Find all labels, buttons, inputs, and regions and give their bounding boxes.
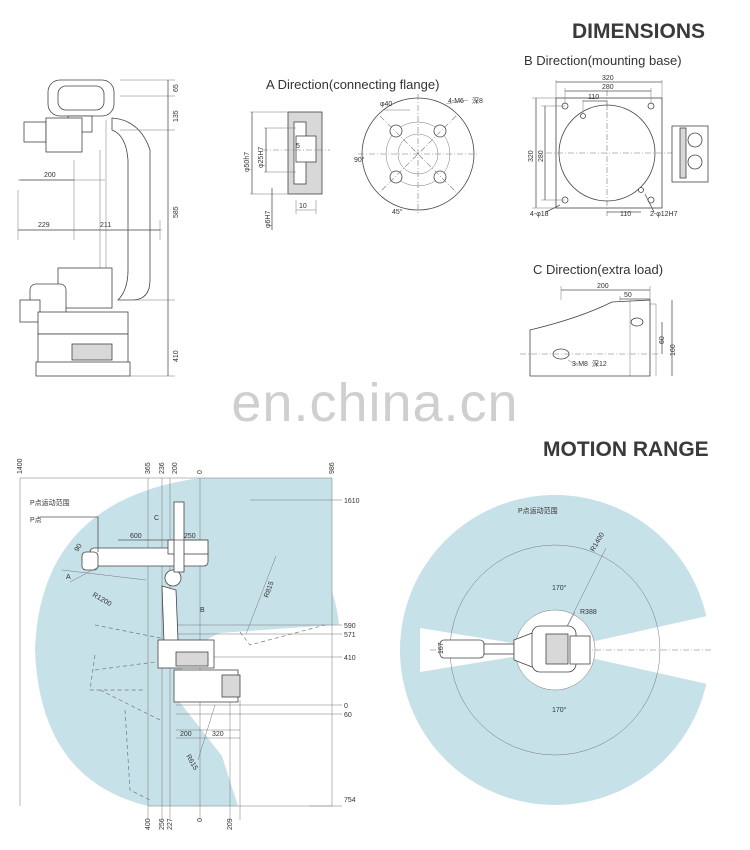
flange-4m6: 4-M6: [448, 98, 464, 105]
dim-10: 10: [299, 203, 307, 210]
mr-top-170-lower: 170°: [552, 706, 567, 714]
motion-range-top: P点运动范围 R1400 R388 170° 170° 167: [400, 495, 712, 805]
mr-bottom-400: 400: [145, 818, 152, 830]
mr-right-60: 60: [344, 712, 352, 719]
robot-side-view: 65 135 200 229 211 585 410: [17, 79, 180, 377]
mr-right-754: 754: [344, 797, 356, 804]
mr-right-590: 590: [344, 623, 356, 630]
base-pins-2phi12h7: 2-φ12H7: [650, 211, 678, 218]
flange-view: φ50h7 φ25H7 5 10 φ6H7 φ40 4-M6 深8 90° 45…: [244, 94, 483, 230]
mr-dim-600: 600: [130, 533, 142, 540]
view-b-title: B Direction(mounting base): [524, 53, 682, 68]
flange-phi40: φ40: [380, 101, 392, 108]
load-dim-50: 50: [624, 292, 632, 299]
dim-229: 229: [38, 222, 50, 229]
dim-410: 410: [173, 350, 180, 362]
dim-phi6h7: φ6H7: [265, 211, 272, 228]
mr-top-p-range-label: P点运动范围: [518, 506, 558, 515]
mr-a-arrow-label: A: [66, 574, 71, 581]
base-holes-4phi18: 4-φ18: [530, 211, 549, 218]
base-dim-320-left: 320: [528, 150, 535, 162]
mr-right-1610: 1610: [344, 498, 360, 505]
dim-5: 5: [296, 143, 300, 150]
mr-top-236: 236: [159, 462, 166, 474]
dim-phi25h7: φ25H7: [258, 147, 265, 168]
extra-load-view: 200 50 60 160 3-M8 深12: [520, 283, 677, 377]
base-dim-110-top: 110: [588, 94, 599, 101]
dim-200: 200: [44, 172, 56, 179]
mr-right-571: 571: [344, 632, 356, 639]
mr-c-arrow-label: C: [154, 515, 159, 522]
dim-65: 65: [173, 84, 180, 92]
flange-90deg: 90°: [354, 156, 365, 164]
load-dim-60: 60: [659, 336, 666, 344]
mr-top-365: 365: [145, 462, 152, 474]
base-dim-280-left: 280: [538, 150, 545, 162]
view-a-title: A Direction(connecting flange): [266, 77, 440, 92]
mounting-base-view: 320 280 110 320 280 4-φ18 110 2-φ12H7: [528, 75, 709, 218]
mr-top-986: 986: [329, 462, 336, 474]
mr-dim-250: 250: [184, 533, 196, 540]
base-dim-320-top: 320: [602, 75, 614, 82]
mr-top-0: 0: [197, 470, 204, 474]
mr-bottom-209: 209: [227, 818, 234, 830]
mr-top-167: 167: [438, 642, 445, 654]
dim-585: 585: [173, 206, 180, 218]
mr-bottom-0: 0: [197, 818, 204, 822]
mr-bottom-256: 256: [159, 818, 166, 830]
mr-right-0: 0: [344, 703, 348, 710]
mr-p-range-label: P点运动范围: [30, 498, 70, 507]
view-c-title: C Direction(extra load): [533, 262, 664, 277]
mr-dim-200-base: 200: [180, 731, 192, 738]
load-depth12: 深12: [592, 359, 607, 368]
motion-range-heading: MOTION RANGE: [543, 438, 709, 461]
mr-top-r388: R388: [580, 609, 597, 616]
mr-top-200: 200: [172, 462, 179, 474]
watermark: en.china.cn: [231, 373, 519, 433]
mr-bottom-227: 227: [167, 818, 174, 830]
load-dim-200: 200: [597, 283, 609, 290]
mr-p-point-label: P点: [30, 516, 42, 524]
dim-phi50h7: φ50h7: [244, 152, 251, 172]
mr-top-170-upper: 170°: [552, 584, 567, 592]
load-dim-160: 160: [670, 344, 677, 356]
mr-right-410: 410: [344, 655, 356, 662]
base-dim-280-top: 280: [602, 84, 614, 91]
dimensions-heading: DIMENSIONS: [572, 20, 706, 43]
flange-45deg: 45°: [392, 208, 403, 216]
base-dim-110-bottom: 110: [620, 211, 631, 218]
motion-range-side: 1400 365 236 200 0 986 1610 590 571 410 …: [17, 458, 360, 830]
dim-135: 135: [173, 110, 180, 122]
dim-211: 211: [100, 222, 111, 229]
mr-b-arrow-label: B: [200, 607, 205, 614]
load-3m8: 3-M8: [572, 361, 588, 368]
mr-dim-90: 90: [74, 543, 84, 553]
mr-top-1400: 1400: [17, 458, 24, 474]
mr-dim-320-base: 320: [212, 731, 224, 738]
flange-depth8: 深8: [472, 96, 483, 105]
